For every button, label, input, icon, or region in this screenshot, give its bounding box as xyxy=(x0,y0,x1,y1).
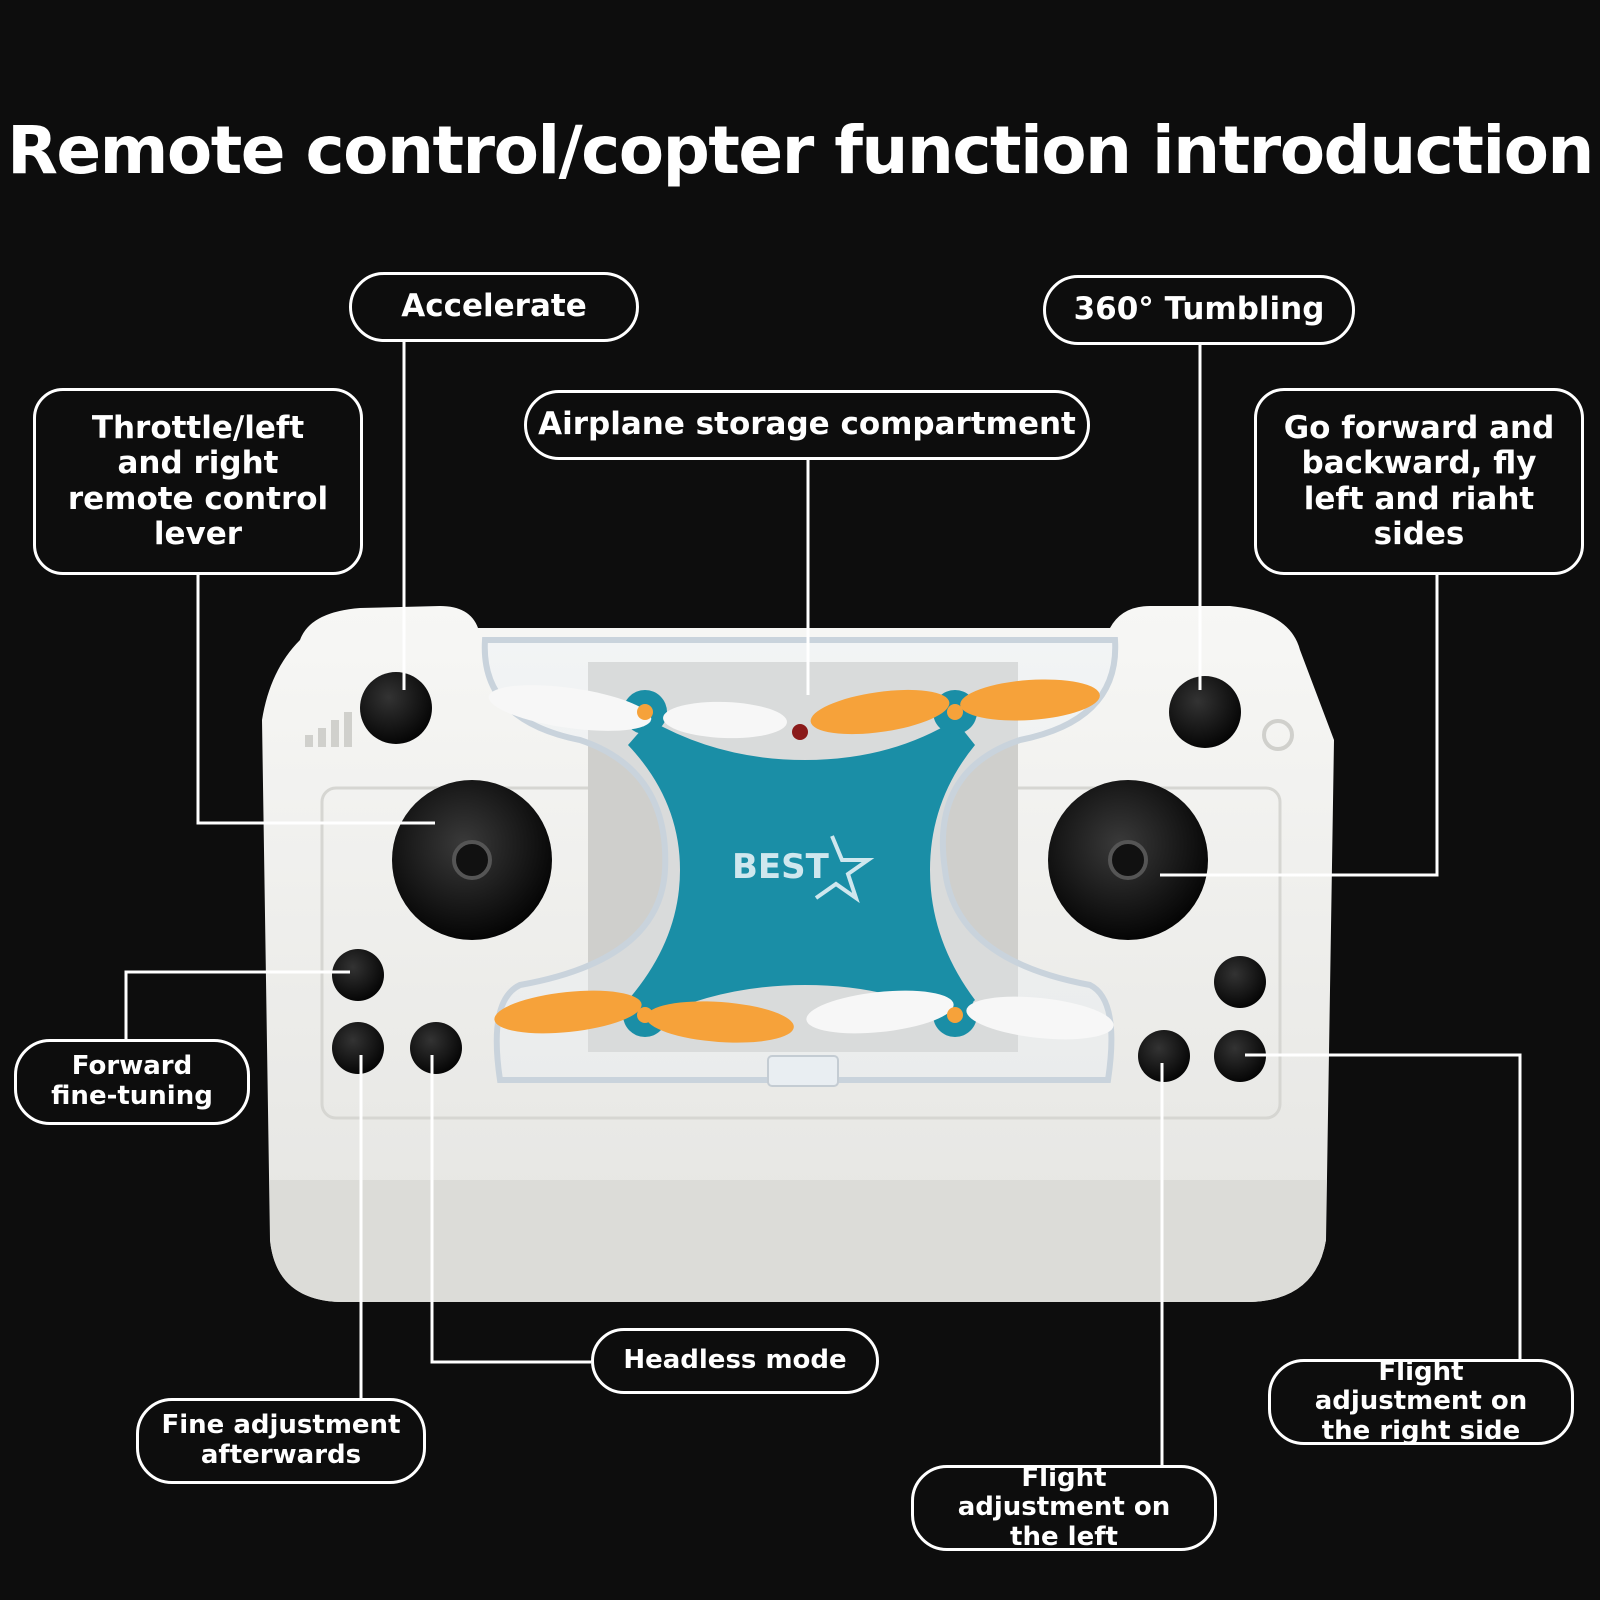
backward-trim-button[interactable] xyxy=(332,1022,384,1074)
left-joystick[interactable] xyxy=(392,780,552,940)
tumbling-button[interactable] xyxy=(1169,676,1241,748)
right-upper-button[interactable] xyxy=(1214,956,1266,1008)
label-forward-backward: Go forward and backward, fly left and ri… xyxy=(1254,388,1584,575)
label-accelerate: Accelerate xyxy=(349,272,639,342)
propeller-orange xyxy=(810,689,950,735)
right-joystick[interactable] xyxy=(1048,780,1208,940)
forward-trim-button[interactable] xyxy=(332,949,384,1001)
label-forward-fine-tuning: Forward fine-tuning xyxy=(14,1039,250,1125)
brand-logo: BEST xyxy=(732,847,830,887)
label-fine-adjustment-afterwards: Fine adjustment afterwards xyxy=(136,1398,426,1484)
page-title: Remote control/copter function introduct… xyxy=(7,112,1594,189)
label-flight-adjustment-right: Flight adjustment on the right side xyxy=(1268,1357,1574,1446)
label-headless-mode: Headless mode xyxy=(591,1328,879,1394)
label-storage-compartment: Airplane storage compartment xyxy=(524,390,1090,460)
headless-mode-button[interactable] xyxy=(410,1022,462,1074)
label-tumbling: 360° Tumbling xyxy=(1043,275,1355,345)
label-flight-adjustment-left: Flight adjustment on the left xyxy=(911,1463,1217,1552)
label-throttle-lever: Throttle/left and right remote control l… xyxy=(33,388,363,575)
right-trim-button[interactable] xyxy=(1214,1030,1266,1082)
accelerate-button[interactable] xyxy=(360,672,432,744)
drone: BEST xyxy=(488,679,1114,1043)
propeller-white xyxy=(488,685,652,731)
left-trim-button[interactable] xyxy=(1138,1030,1190,1082)
